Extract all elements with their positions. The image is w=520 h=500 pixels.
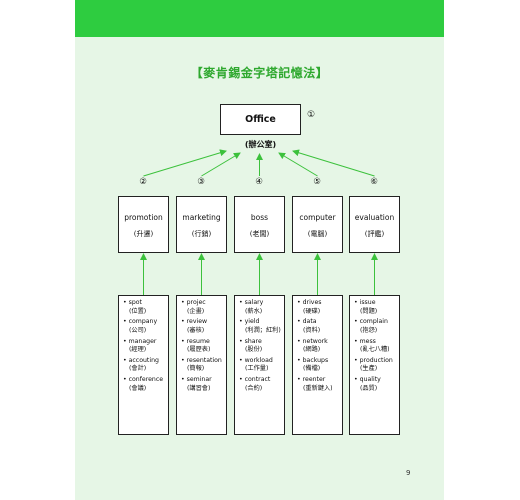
category-box-evaluation: evaluation (評鑑): [349, 196, 400, 253]
category-number-evaluation: ⑥: [370, 177, 378, 187]
vocab-item: • mess(亂七八糟): [354, 337, 390, 354]
vocab-item: • manager(經理): [123, 337, 157, 354]
vocab-item: • resentation(簡報): [181, 356, 222, 373]
connector-layer: [140, 149, 378, 295]
category-label-zh: (升遷): [133, 230, 154, 238]
category-label: boss: [250, 213, 269, 222]
page-number: 9: [406, 469, 411, 477]
vocab-item: • contract(合約): [239, 376, 271, 392]
vocab-item: • network(網路): [297, 337, 328, 354]
category-label: promotion: [124, 213, 163, 222]
vocab-item: • backups(備檔): [297, 356, 329, 373]
header-band: [75, 0, 444, 37]
vocab-list-promotion: • spot(位置) • company(公司) • manager(經理) •…: [118, 295, 169, 435]
category-label: marketing: [182, 213, 221, 222]
office-label: Office: [245, 114, 276, 125]
vocab-item: • review(審核): [181, 318, 208, 334]
vocab-item: • salary(薪水): [239, 299, 264, 315]
category-label-zh: (評鑑): [364, 230, 385, 238]
vocab-item: • yield(利潤；紅利): [239, 318, 281, 334]
arrow-to-office-evaluation: [292, 149, 375, 177]
category-box-computer: computer (電腦): [292, 196, 343, 253]
vocab-item: • spot(位置): [123, 299, 147, 315]
vocab-item: • workload(工作量): [239, 356, 273, 373]
category-box-promotion: promotion (升遷): [118, 196, 169, 253]
vocab-item: • data(資料): [297, 318, 321, 334]
category-label-zh: (老闆): [249, 230, 270, 238]
vocab-list-marketing: • projec(企畫) • review(審核) • resume(履歷表) …: [176, 295, 227, 435]
arrow-to-office-computer: [278, 152, 318, 177]
office-number: ①: [307, 110, 316, 120]
category-label: computer: [299, 213, 336, 222]
vocab-item: • accouting(會計): [123, 356, 159, 373]
category-number-boss: ④: [255, 177, 263, 187]
arrow-to-office-marketing: [201, 152, 241, 177]
category-number-marketing: ③: [197, 177, 205, 187]
category-number-promotion: ②: [139, 177, 147, 187]
vocab-item: • conference(會議): [123, 376, 164, 392]
vocab-list-evaluation: • issue(問題) • complain(抱怨) • mess(亂七八糟) …: [349, 295, 400, 435]
vocab-item: • share(股份): [239, 337, 263, 354]
vocab-item: • issue(問題): [354, 299, 378, 315]
vocab-item: • seminar(講習會): [181, 376, 212, 392]
vocab-item: • drives(硬碟): [297, 299, 322, 315]
office-box: Office: [220, 104, 301, 135]
vocab-item: • resume(履歷表): [181, 337, 211, 354]
vocab-item: • reenter(重新鍵入): [297, 376, 333, 392]
category-box-boss: boss (老闆): [234, 196, 285, 253]
category-label-zh: (電腦): [307, 230, 328, 238]
book-page: 【麥肯錫金字塔記憶法】 Office (辦公室) ① ② ③ ④ ⑤ ⑥ pro…: [75, 0, 444, 500]
category-box-marketing: marketing (行銷): [176, 196, 227, 253]
diagram-title: 【麥肯錫金字塔記憶法】: [190, 66, 329, 80]
vocab-list-computer: • drives(硬碟) • data(資料) • network(網路) • …: [292, 295, 343, 435]
vocab-item: • complain(抱怨): [354, 318, 388, 334]
office-label-zh: (辦公室): [244, 140, 277, 149]
vocab-item: • projec(企畫): [181, 299, 206, 315]
arrow-to-office-promotion: [143, 149, 227, 177]
vocab-item: • production(生產): [354, 356, 393, 373]
vocab-list-boss: • salary(薪水) • yield(利潤；紅利) • share(股份) …: [234, 295, 285, 435]
category-label: evaluation: [354, 213, 395, 222]
category-label-zh: (行銷): [191, 230, 212, 238]
category-number-computer: ⑤: [313, 177, 321, 187]
vocab-item: • company(公司): [123, 318, 158, 334]
vocab-item: • quality(品質): [354, 376, 381, 392]
